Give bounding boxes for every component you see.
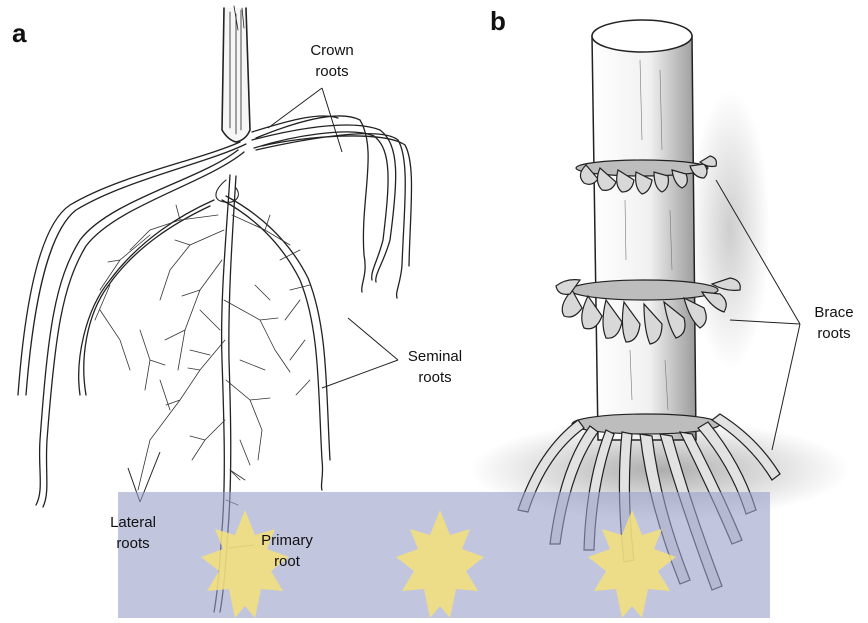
label-seminal-line2: roots xyxy=(400,367,470,388)
seminal-roots xyxy=(79,196,330,490)
stem xyxy=(222,6,250,142)
label-crown-line2: roots xyxy=(300,61,364,82)
label-brace-line1: Brace xyxy=(806,302,862,323)
label-lateral-line2: roots xyxy=(100,533,166,554)
label-brace-line2: roots xyxy=(806,323,862,344)
label-seminal-roots: Seminal roots xyxy=(400,346,470,388)
stalk-shadow xyxy=(690,90,770,370)
label-primary-line2: root xyxy=(252,551,322,572)
label-seminal-line1: Seminal xyxy=(400,346,470,367)
maize-stalk xyxy=(592,20,696,440)
label-crown-roots: Crown roots xyxy=(300,40,364,82)
panel-label-b: b xyxy=(490,6,506,37)
label-lateral-roots: Lateral roots xyxy=(100,512,166,554)
lateral-roots xyxy=(95,205,310,505)
label-crown-line1: Crown xyxy=(300,40,364,61)
panel-label-a: a xyxy=(12,18,26,49)
watermark xyxy=(118,492,770,618)
label-lateral-line1: Lateral xyxy=(100,512,166,533)
crown-roots xyxy=(18,116,412,507)
panel-a-leader-lines xyxy=(128,88,398,548)
label-brace-roots: Brace roots xyxy=(806,302,862,344)
label-primary-root: Primary root xyxy=(252,530,322,572)
label-primary-line1: Primary xyxy=(252,530,322,551)
